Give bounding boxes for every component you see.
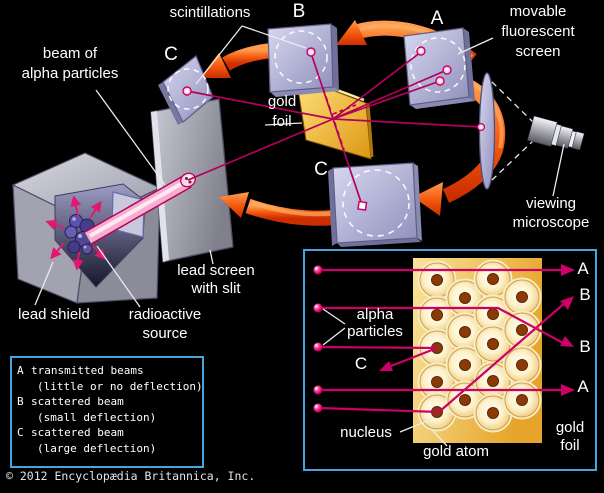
- legend-detail: (large deflection): [37, 441, 157, 455]
- inset-exit-label-b1: B: [579, 285, 591, 304]
- microscope-screen: [478, 72, 496, 190]
- inset-leader-lines: [322, 308, 448, 447]
- label-leader-lines: [34, 25, 565, 308]
- legend-detail: (small deflection): [37, 410, 157, 424]
- label-movable-fluorescent-screen: movable fluorescent screen: [501, 3, 575, 60]
- legend-detail: (little or no deflection): [37, 379, 203, 393]
- label-scintillations: scintillations: [169, 4, 251, 21]
- label-alpha-particles: alpha particles: [347, 306, 403, 340]
- marker-b: B: [292, 1, 306, 22]
- legend-name: transmitted beams: [31, 364, 144, 377]
- label-gold-foil: gold foil: [267, 93, 297, 130]
- marker-c-top: C: [164, 44, 178, 65]
- inset-exit-label-a2: A: [577, 377, 589, 396]
- scattered-beam-lines: [186, 51, 482, 206]
- fluorescent-screen-c-bottom: [328, 162, 422, 247]
- inset-graphics: [313, 258, 575, 447]
- alpha-particle-dots: [313, 265, 323, 413]
- label-viewing-microscope: viewing microscope: [512, 195, 590, 231]
- label-gold-atom: gold atom: [423, 443, 489, 460]
- legend-key: C: [17, 426, 24, 439]
- legend-name: scattered beam: [31, 426, 124, 439]
- scintillation-dots: [182, 46, 486, 211]
- label-beam-of-alpha-particles: beam of alpha particles: [21, 45, 119, 82]
- fluorescent-screen-a: [403, 27, 475, 109]
- fluorescent-screen-b: [267, 23, 339, 97]
- label-lead-shield: lead shield: [18, 306, 90, 323]
- marker-a: A: [430, 8, 444, 29]
- viewing-microscope: [527, 115, 585, 151]
- label-lead-screen-with-slit: lead screen with slit: [177, 262, 255, 297]
- alpha-beam-tube: [84, 172, 196, 245]
- inset-gold-foil-detail: alpha particles C nucleus gold atom gold…: [303, 249, 597, 471]
- label-inset-gold-foil: gold foil: [555, 419, 585, 454]
- marker-c-mid: C: [314, 159, 328, 180]
- inset-exit-label-a1: A: [577, 259, 589, 278]
- inset-exit-label-b2: B: [579, 337, 591, 356]
- label-radioactive-source: radioactive source: [128, 306, 202, 342]
- radiation-arrows: [45, 195, 106, 271]
- label-nucleus: nucleus: [340, 424, 392, 441]
- gold-atoms: [417, 259, 542, 433]
- legend-name: scattered beam: [31, 395, 124, 408]
- alpha-beams: [317, 264, 575, 414]
- inset-marker-c: C: [354, 354, 368, 373]
- copyright-text: © 2012 Encyclopædia Britannica, Inc.: [6, 469, 256, 483]
- legend-key: B: [17, 395, 24, 408]
- legend-key: A: [17, 364, 24, 377]
